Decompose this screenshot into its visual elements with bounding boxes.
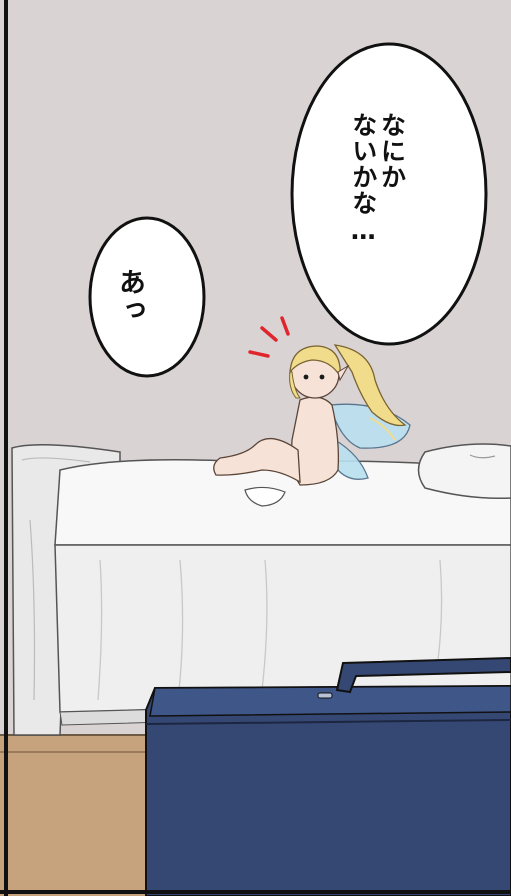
legs xyxy=(213,438,301,484)
speech-bubble-left xyxy=(88,216,206,378)
fairy-character xyxy=(213,344,411,486)
cloth xyxy=(244,486,286,507)
speech-line-1: なにか xyxy=(377,112,407,190)
hair-ponytail xyxy=(333,344,407,427)
suitcase-handle xyxy=(335,656,511,694)
speech-bubble-right xyxy=(290,42,488,346)
suitcase xyxy=(145,656,511,896)
pillow xyxy=(417,443,511,500)
speech-line-2: ないかな… xyxy=(348,112,378,246)
alert-marks xyxy=(248,316,290,358)
speech-text-right: なにか ないかな… xyxy=(348,112,407,246)
bed xyxy=(11,443,511,736)
speech-text-left: あっ xyxy=(114,268,146,324)
